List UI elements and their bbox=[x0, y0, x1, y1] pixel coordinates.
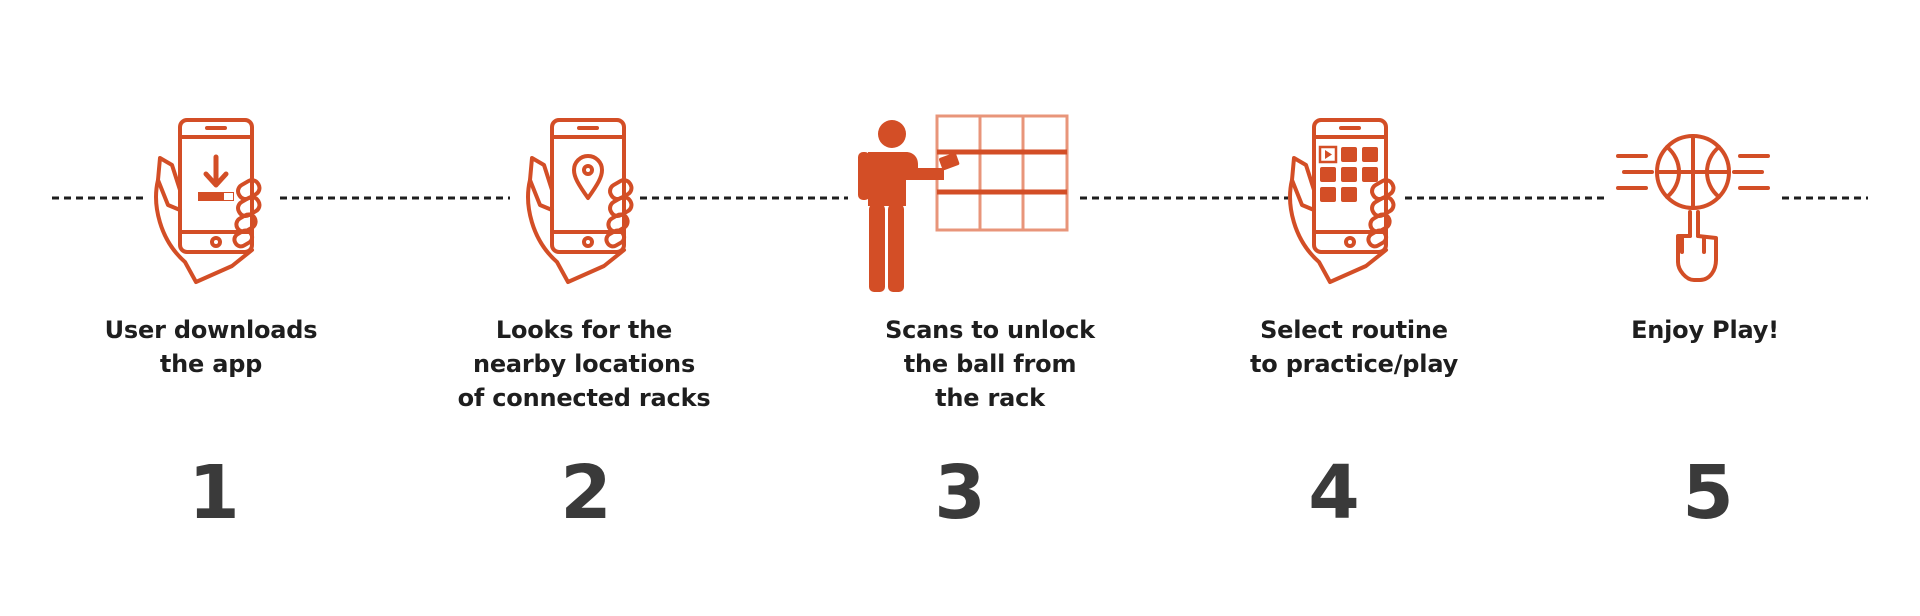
step-1-label: User downloads the app bbox=[51, 313, 371, 381]
step-4-label-line-2: to practice/play bbox=[1249, 350, 1459, 378]
phone-apps-icon bbox=[1288, 118, 1396, 284]
step-2-label: Looks for the nearby locations of connec… bbox=[424, 313, 744, 415]
step-1-number: 1 bbox=[188, 450, 240, 536]
step-2-label-line-3: of connected racks bbox=[457, 384, 711, 412]
person-scanning-rack-icon bbox=[858, 114, 1069, 292]
step-4-number: 4 bbox=[1308, 450, 1360, 536]
step-3-label: Scans to unlock the ball from the rack bbox=[830, 313, 1150, 415]
step-3-number: 3 bbox=[934, 450, 986, 536]
step-2-number: 2 bbox=[560, 450, 612, 536]
step-2-label-line-1: Looks for the bbox=[495, 316, 673, 344]
step-2-label-line-2: nearby locations bbox=[472, 350, 696, 378]
phone-download-icon bbox=[154, 118, 262, 284]
step-3-label-line-3: the rack bbox=[935, 384, 1045, 412]
step-4-label: Select routine to practice/play bbox=[1194, 313, 1514, 381]
step-3-label-line-2: the ball from bbox=[903, 350, 1077, 378]
basketball-spin-icon bbox=[1616, 134, 1770, 282]
step-3-label-line-1: Scans to unlock bbox=[885, 316, 1095, 344]
step-5-label: Enjoy Play! bbox=[1545, 313, 1865, 347]
step-4-label-line-1: Select routine bbox=[1260, 316, 1448, 344]
step-5-label-line-1: Enjoy Play! bbox=[1631, 316, 1779, 344]
phone-location-icon bbox=[526, 118, 634, 284]
step-5-number: 5 bbox=[1682, 450, 1734, 536]
step-1-label-line-1: User downloads bbox=[104, 316, 318, 344]
step-1-label-line-2: the app bbox=[159, 350, 263, 378]
